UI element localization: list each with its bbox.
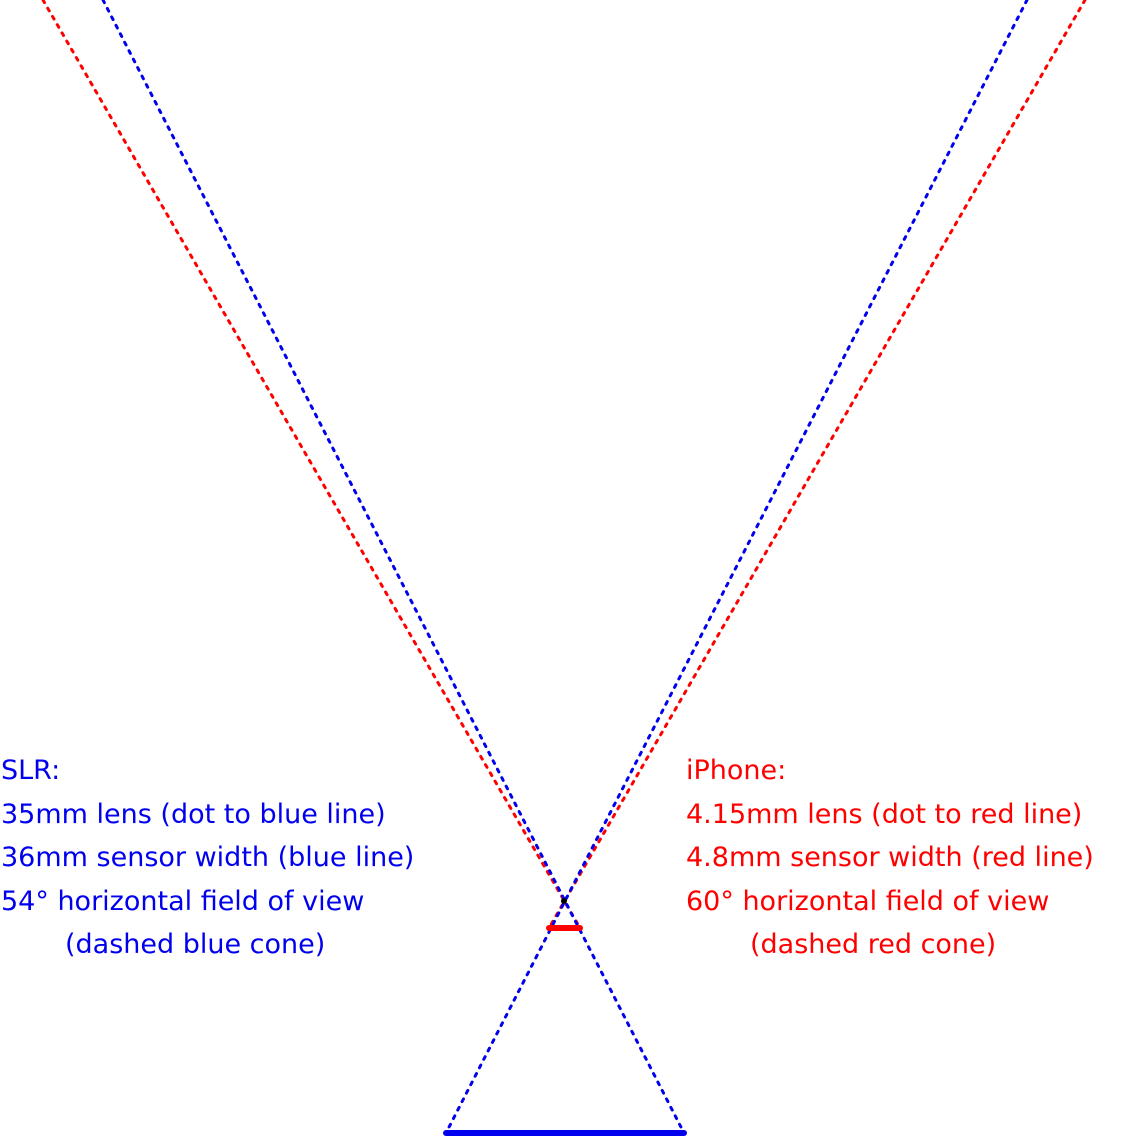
iphone-legend: iPhone: 4.15mm lens (dot to red line) 4.… [686,749,1094,967]
slr-fov-label: 54° horizontal field of view [1,885,365,917]
slr-fov-cone [101,0,1029,1135]
iphone-cone-left-ray [41,0,582,930]
iphone-fov-cone [41,0,1087,930]
slr-cone-left-ray [101,0,686,1135]
slr-title: SLR: [1,755,61,786]
iphone-cone-label: (dashed red cone) [750,929,997,960]
iphone-fov-label: 60° horizontal field of view [686,885,1050,917]
iphone-title: iPhone: [686,755,787,786]
slr-legend: SLR: 35mm lens (dot to blue line) 36mm s… [1,749,414,967]
slr-cone-label: (dashed blue cone) [65,929,326,960]
slr-sensor-label: 36mm sensor width (blue line) [1,842,415,873]
iphone-cone-right-ray [547,0,1087,930]
slr-cone-right-ray [444,0,1029,1135]
iphone-lens-label: 4.15mm lens (dot to red line) [686,798,1083,830]
focal-point-dot [561,898,567,904]
iphone-sensor-label: 4.8mm sensor width (red line) [686,842,1094,873]
slr-lens-label: 35mm lens (dot to blue line) [1,798,386,830]
